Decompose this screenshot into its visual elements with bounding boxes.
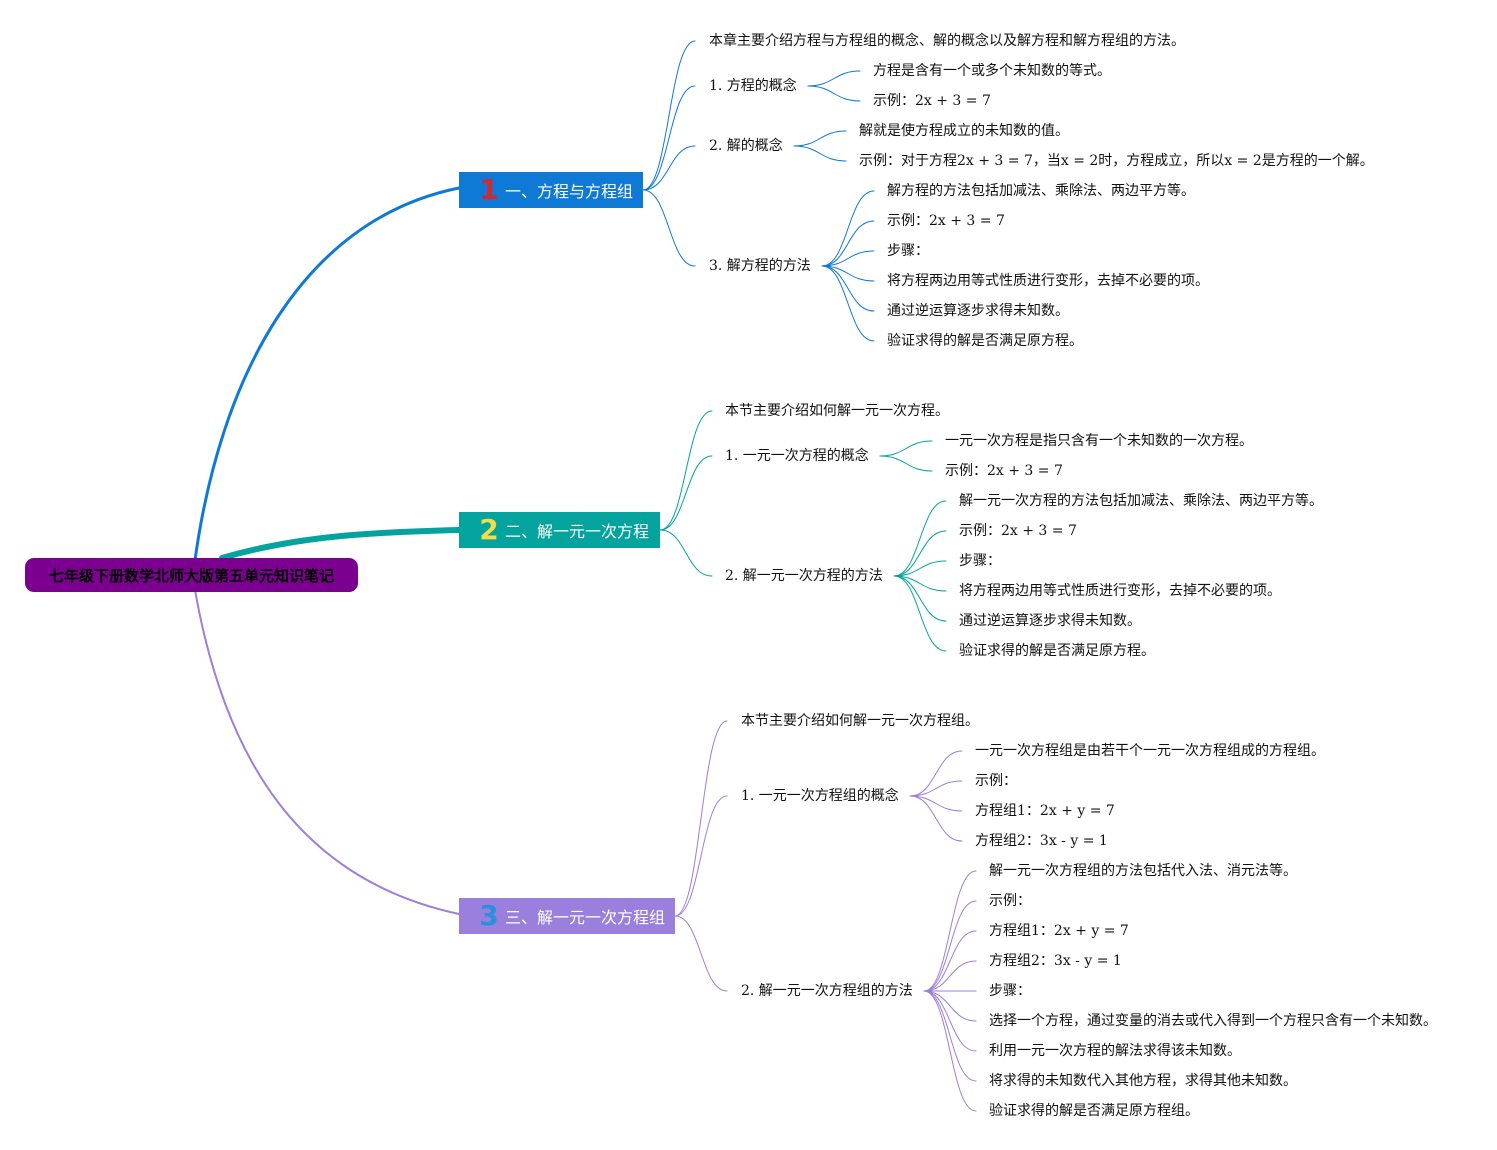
leaf-topic[interactable]: 通过逆运算逐步求得未知数。 — [959, 613, 1141, 629]
subtopic-node[interactable]: 1. 一元一次方程组的概念 — [741, 788, 899, 804]
leaf-topic[interactable]: 解一元一次方程的方法包括加减法、乘除法、两边平方等。 — [959, 493, 1323, 509]
leaf-connector — [807, 70, 861, 87]
leaf-topic[interactable]: 一元一次方程组是由若干个一元一次方程组成的方程组。 — [975, 743, 1325, 759]
intro-topic[interactable]: 本章主要介绍方程与方程组的概念、解的概念以及解方程和解方程组的方法。 — [709, 33, 1185, 49]
leaf-topic[interactable]: 示例： — [989, 893, 1031, 909]
leaf-connector — [923, 900, 977, 992]
leaf-topic[interactable]: 一元一次方程是指只含有一个未知数的一次方程。 — [945, 433, 1253, 449]
leaf-topic[interactable]: 步骤： — [989, 983, 1031, 999]
leaf-topic[interactable]: 示例：2x + 3 = 7 — [959, 523, 1077, 539]
leaf-topic[interactable]: 方程组2：3x - y = 1 — [975, 833, 1108, 849]
branch-connector — [674, 915, 728, 992]
leaf-connector — [923, 990, 977, 1022]
root-node[interactable]: 七年级下册数学北师大版第五单元知识笔记 — [25, 558, 358, 592]
leaf-connector — [821, 265, 875, 342]
branch-connector — [642, 40, 696, 191]
subtopic-node[interactable]: 2. 解的概念 — [709, 138, 783, 154]
leaf-topic[interactable]: 方程组1：2x + y = 7 — [989, 923, 1129, 939]
leaf-connector — [807, 85, 861, 102]
leaf-connector — [923, 990, 977, 1052]
branch-node-2[interactable]: 2 二、解一元一次方程 — [459, 512, 660, 548]
root-connector — [193, 186, 461, 562]
leaf-topic[interactable]: 示例： — [975, 773, 1017, 789]
root-connector — [219, 527, 462, 561]
leaf-connector — [893, 500, 947, 577]
leaf-topic[interactable]: 解就是使方程成立的未知数的值。 — [859, 123, 1069, 139]
intro-topic[interactable]: 本节主要介绍如何解一元一次方程。 — [725, 403, 949, 419]
leaf-connector — [923, 870, 977, 992]
branch-label: 二、解一元一次方程 — [505, 522, 650, 541]
branch-connector — [642, 85, 696, 191]
leaf-connector — [923, 990, 977, 1082]
branch-connector — [674, 720, 728, 917]
number-3-icon: 3 — [479, 899, 499, 932]
leaf-topic[interactable]: 示例：2x + 3 = 7 — [873, 93, 991, 109]
leaf-connector — [793, 145, 847, 162]
subtopic-node[interactable]: 2. 解一元一次方程的方法 — [725, 568, 883, 584]
leaf-topic[interactable]: 将方程两边用等式性质进行变形，去掉不必要的项。 — [959, 583, 1281, 599]
leaf-topic[interactable]: 步骤： — [887, 243, 929, 259]
leaf-connector — [909, 750, 963, 797]
leaf-topic[interactable]: 方程组2：3x - y = 1 — [989, 953, 1122, 969]
leaf-topic[interactable]: 解方程的方法包括加减法、乘除法、两边平方等。 — [887, 183, 1195, 199]
leaf-topic[interactable]: 选择一个方程，通过变量的消去或代入得到一个方程只含有一个未知数。 — [989, 1013, 1437, 1029]
leaf-topic[interactable]: 示例：对于方程2x + 3 = 7，当x = 2时，方程成立，所以x = 2是方… — [859, 153, 1374, 169]
root-node-label: 七年级下册数学北师大版第五单元知识笔记 — [48, 566, 334, 585]
leaf-connector — [821, 190, 875, 267]
leaf-topic[interactable]: 方程是含有一个或多个未知数的等式。 — [873, 63, 1111, 79]
branch-connector — [642, 189, 696, 267]
subtopic-node[interactable]: 1. 一元一次方程的概念 — [725, 448, 869, 464]
leaf-connector — [821, 265, 875, 282]
leaf-connector — [793, 130, 847, 147]
leaf-topic[interactable]: 利用一元一次方程的解法求得该未知数。 — [989, 1043, 1241, 1059]
branch-connector — [659, 410, 713, 531]
leaf-topic[interactable]: 通过逆运算逐步求得未知数。 — [887, 303, 1069, 319]
leaf-connector — [821, 250, 875, 267]
leaf-topic[interactable]: 示例：2x + 3 = 7 — [887, 213, 1005, 229]
leaf-topic[interactable]: 解一元一次方程组的方法包括代入法、消元法等。 — [989, 863, 1297, 879]
branch-connector — [659, 455, 713, 531]
branch-connector — [642, 145, 696, 191]
leaf-connector — [821, 265, 875, 312]
leaf-connector — [893, 575, 947, 652]
leaf-topic[interactable]: 示例：2x + 3 = 7 — [945, 463, 1063, 479]
branch-label: 三、解一元一次方程组 — [505, 908, 666, 927]
leaf-topic[interactable]: 步骤： — [959, 553, 1001, 569]
leaf-connector — [893, 575, 947, 592]
branch-connector — [659, 529, 713, 577]
leaf-topic[interactable]: 验证求得的解是否满足原方程。 — [887, 333, 1083, 349]
root-connector — [194, 589, 460, 915]
leaf-connector — [923, 960, 977, 992]
leaf-topic[interactable]: 验证求得的解是否满足原方程。 — [959, 643, 1155, 659]
leaf-connector — [923, 930, 977, 992]
number-1-icon: 1 — [479, 173, 499, 206]
leaf-connector — [923, 990, 977, 1112]
branch-label: 一、方程与方程组 — [505, 182, 634, 201]
leaf-connector — [879, 440, 933, 457]
leaf-connector — [909, 795, 963, 842]
branch-node-1[interactable]: 1 一、方程与方程组 — [459, 172, 643, 208]
leaf-connector — [879, 455, 933, 472]
subtopic-node[interactable]: 2. 解一元一次方程组的方法 — [741, 983, 913, 999]
intro-topic[interactable]: 本节主要介绍如何解一元一次方程组。 — [741, 713, 979, 729]
leaf-connector — [893, 530, 947, 577]
leaf-connector — [821, 220, 875, 267]
branch-node-3[interactable]: 3 三、解一元一次方程组 — [459, 898, 675, 934]
leaf-topic[interactable]: 将方程两边用等式性质进行变形，去掉不必要的项。 — [887, 273, 1209, 289]
leaf-connector — [893, 560, 947, 577]
leaf-connector — [909, 780, 963, 797]
leaf-connector — [909, 795, 963, 812]
leaf-topic[interactable]: 将求得的未知数代入其他方程，求得其他未知数。 — [989, 1073, 1297, 1089]
number-2-icon: 2 — [479, 513, 499, 546]
branch-connector — [674, 795, 728, 917]
leaf-connector — [893, 575, 947, 622]
leaf-topic[interactable]: 验证求得的解是否满足原方程组。 — [989, 1103, 1199, 1119]
leaf-topic[interactable]: 方程组1：2x + y = 7 — [975, 803, 1115, 819]
subtopic-node[interactable]: 1. 方程的概念 — [709, 78, 797, 94]
subtopic-node[interactable]: 3. 解方程的方法 — [709, 258, 811, 274]
